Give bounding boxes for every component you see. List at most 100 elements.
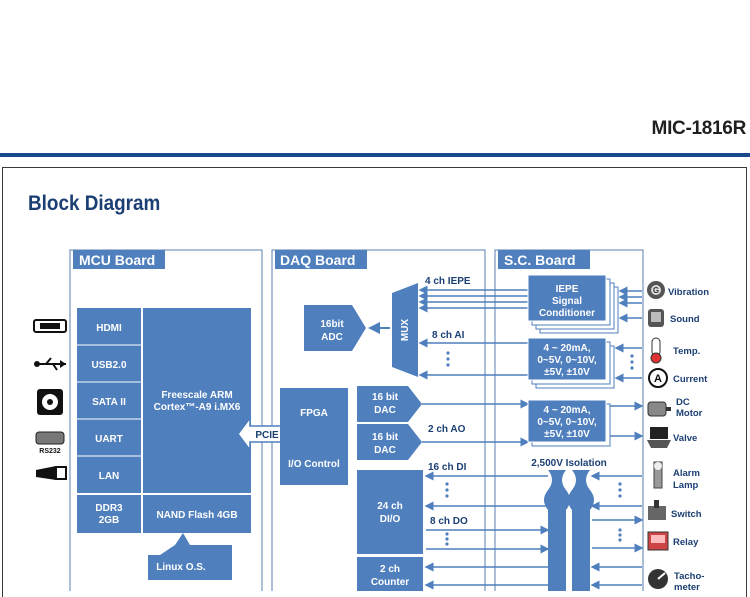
section-title: Block Diagram: [28, 192, 161, 215]
svg-text:A: A: [654, 373, 662, 385]
device-tacho-line1: Tacho-: [674, 571, 704, 582]
nand-label: NAND Flash 4GB: [156, 510, 237, 521]
mcu-board-tag: [73, 250, 165, 269]
counter-block: [357, 557, 423, 591]
daq-board-outline: [271, 249, 486, 591]
svg-text:RS232: RS232: [39, 448, 61, 455]
vibration-icon: G: [647, 281, 665, 299]
ai-range-line2: 0~5V, 0~10V,: [537, 355, 597, 366]
daq-board-label: DAQ Board: [280, 252, 355, 268]
mcu-board-outline: [69, 249, 263, 591]
dac1-label-line2: DAC: [374, 405, 396, 416]
fpga-block: [280, 388, 348, 485]
dio-dots: [445, 482, 449, 546]
ddr-label-line1: DDR3: [95, 503, 123, 514]
hard-disk-icon: [37, 389, 63, 415]
rs232-icon: RS232: [35, 431, 65, 455]
dio-label-line2: DI/O: [380, 514, 401, 525]
dac2-block: [357, 424, 422, 460]
ao-range-block: [527, 399, 607, 443]
iepe-conditioner-block: [527, 274, 607, 322]
ao-range-line3: ±5V, ±10V: [544, 429, 590, 440]
valve-icon: [647, 427, 671, 448]
iepe-cond-line3: Conditioner: [539, 308, 595, 319]
device-arrows: [590, 286, 644, 590]
hdmi-label: HDMI: [96, 323, 122, 334]
adc-label-line1: 16bit: [320, 319, 344, 330]
uart-label: UART: [95, 434, 123, 445]
adc-block: [304, 305, 366, 351]
tachometer-icon: [648, 569, 668, 589]
sc-board-tag: [498, 250, 590, 269]
dac2-label-line1: 16 bit: [372, 432, 399, 443]
hdmi-icon: [33, 319, 67, 333]
sc-dots: [618, 354, 634, 542]
ao-channel-label: 2 ch AO: [428, 424, 466, 435]
io-control-label: I/O Control: [288, 459, 340, 470]
ai-dots: [446, 351, 450, 367]
ai-arrows: [418, 338, 528, 380]
linux-os-callout: [148, 533, 232, 580]
mux-label: MUX: [400, 319, 411, 342]
sc-board-label: S.C. Board: [504, 252, 576, 268]
device-tacho-line2: meter: [674, 582, 700, 591]
device-valve: Valve: [673, 433, 697, 444]
daq-board-tag: [275, 250, 367, 269]
dc-motor-icon: [647, 401, 671, 417]
mcu-board-label: MCU Board: [79, 252, 155, 268]
relay-icon: [647, 531, 669, 551]
ai-channel-label: 8 ch AI: [432, 330, 465, 341]
ao-arrows: [422, 399, 530, 447]
device-alarm-line1: Alarm: [673, 468, 700, 479]
sound-icon: [648, 309, 664, 327]
device-relay: Relay: [673, 537, 699, 548]
cpu-block: [143, 308, 251, 493]
device-temp: Temp.: [673, 346, 700, 357]
diagram-frame: [2, 167, 747, 597]
di-channel-label: 16 ch DI: [428, 462, 467, 473]
thermometer-icon: [650, 337, 662, 364]
do-channel-label: 8 ch DO: [430, 516, 468, 527]
dio-block: [357, 470, 423, 554]
cpu-label-line2: Cortex™-A9 i.MX6: [154, 402, 241, 413]
iepe-cond-line1: IEPE: [556, 284, 579, 295]
lan-label: LAN: [99, 471, 120, 482]
linux-os-label: Linux O.S.: [156, 562, 206, 573]
mcu-interface-column: [77, 308, 141, 493]
isolation-barrier: [544, 470, 594, 591]
di-arrows: [424, 471, 550, 590]
counter-label-line2: Counter: [371, 577, 409, 588]
mux-block: [392, 283, 418, 377]
pcie-label: PCIE: [255, 430, 279, 441]
nand-block: [143, 495, 251, 533]
dac2-label-line2: DAC: [374, 445, 396, 456]
device-vibration: Vibration: [668, 287, 709, 298]
usb-icon: [34, 357, 66, 371]
fpga-label: FPGA: [300, 408, 328, 419]
ai-range-line1: 4 ~ 20mA,: [544, 343, 591, 354]
dac1-label-line1: 16 bit: [372, 392, 399, 403]
iepe-arrows: [418, 285, 528, 313]
counter-label-line1: 2 ch: [380, 564, 400, 575]
device-dc-motor-line2: Motor: [676, 408, 703, 419]
dac1-block: [357, 386, 422, 422]
device-sound: Sound: [670, 314, 700, 325]
current-meter-icon: A: [648, 368, 668, 388]
sata-label: SATA II: [92, 397, 126, 408]
device-switch: Switch: [671, 509, 702, 520]
ao-range-line1: 4 ~ 20mA,: [544, 405, 591, 416]
ai-range-line3: ±5V, ±10V: [544, 367, 590, 378]
dio-label-line1: 24 ch: [377, 501, 403, 512]
device-alarm-line2: Lamp: [673, 480, 699, 491]
iepe-channel-label: 4 ch IEPE: [425, 276, 471, 287]
adc-label-line2: ADC: [321, 332, 343, 343]
cpu-label-line1: Freescale ARM: [161, 390, 232, 401]
device-dc-motor-line1: DC: [676, 397, 690, 408]
device-current: Current: [673, 374, 708, 385]
iepe-cond-line2: Signal: [552, 296, 582, 307]
header-divider: [0, 153, 750, 157]
alarm-lamp-icon: [653, 461, 663, 489]
model-name: MIC-1816R: [651, 118, 747, 139]
ao-range-line2: 0~5V, 0~10V,: [537, 417, 597, 428]
